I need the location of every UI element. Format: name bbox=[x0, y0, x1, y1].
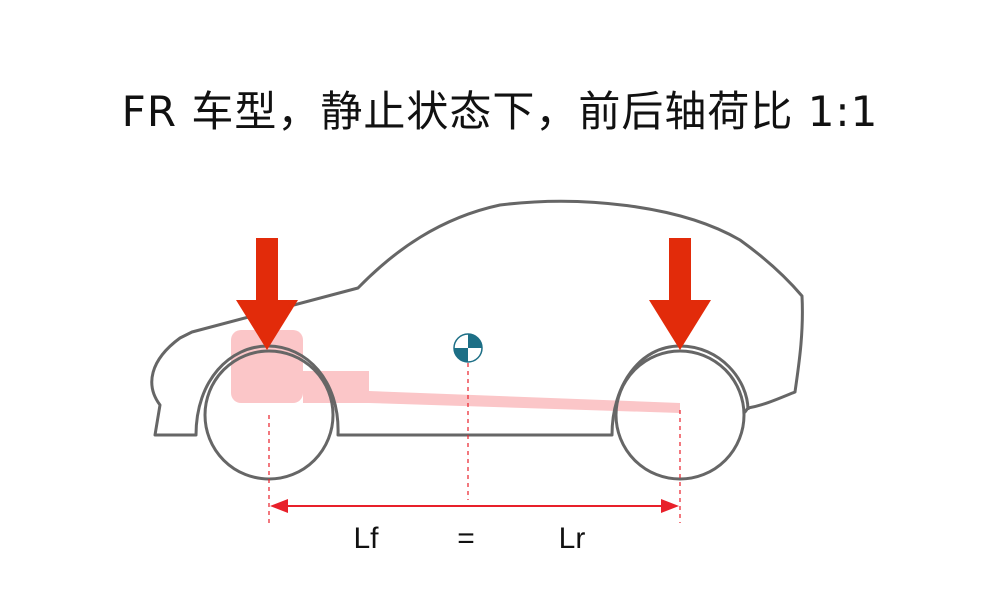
rear-wheel bbox=[614, 349, 746, 481]
equals-sign: = bbox=[457, 522, 475, 555]
rear-length-label: Lr bbox=[559, 522, 586, 555]
rear-load-arrow-icon bbox=[649, 238, 711, 350]
wheelbase-dimension-line bbox=[270, 499, 679, 513]
diagram-title: FR 车型，静止状态下，前后轴荷比 1:1 bbox=[121, 87, 879, 136]
front-length-label: Lf bbox=[353, 522, 379, 555]
drive-shaft bbox=[369, 391, 680, 413]
center-of-gravity-icon bbox=[453, 333, 483, 363]
front-load-arrow-icon bbox=[236, 238, 298, 350]
car-body-outline bbox=[150, 199, 804, 437]
transmission-block bbox=[303, 371, 369, 403]
